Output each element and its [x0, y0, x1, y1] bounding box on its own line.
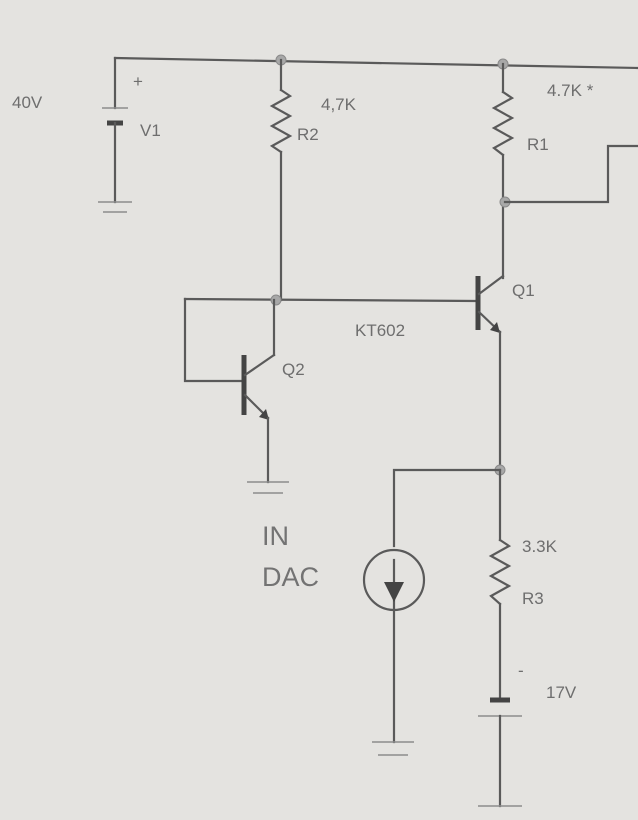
q1-part: KT602 [355, 321, 405, 340]
v1-name: V1 [140, 121, 161, 140]
r3-name: R3 [522, 589, 544, 608]
transistor-q1: Q1 KT602 [355, 274, 535, 472]
r2-name: R2 [297, 125, 319, 144]
current-source-in-dac: IN DAC [262, 521, 426, 756]
v2-value: 17V [546, 683, 577, 702]
q2-base-feedback [183, 297, 245, 383]
input-label-line1: IN [262, 521, 289, 551]
output-wire [503, 144, 638, 204]
battery-v1: + V1 40V [12, 56, 161, 213]
r2-value: 4,7K [321, 95, 357, 114]
battery-17v: - 17V [478, 661, 577, 808]
resistor-r3: 3.3K R3 [488, 468, 558, 702]
r1-value: 4.7K * [547, 81, 594, 100]
r1-zigzag [491, 90, 515, 157]
input-label-line2: DAC [262, 562, 319, 592]
transistor-q2: Q2 [241, 298, 305, 494]
r3-zigzag [488, 538, 512, 606]
q2-name: Q2 [282, 360, 305, 379]
q1-collector-lead [477, 274, 505, 296]
q2-collector-lead [243, 353, 276, 377]
q1-name: Q1 [512, 281, 535, 300]
emitter-net [392, 464, 506, 548]
r3-value: 3.3K [522, 537, 558, 556]
r2-zigzag [269, 88, 293, 154]
r1-name: R1 [527, 135, 549, 154]
v1-value: 40V [12, 93, 43, 112]
current-source-wire [392, 468, 502, 548]
base-bias-net [183, 294, 478, 383]
resistor-r1: 4.7K * R1 [491, 62, 638, 280]
current-arrow-icon [384, 582, 404, 602]
v2-polarity: - [518, 661, 524, 680]
q1-emitter-arrow [490, 322, 500, 333]
top-rail [113, 54, 638, 70]
base-node [270, 294, 282, 306]
v1-polarity: + [133, 72, 143, 91]
q2-emitter-arrow [259, 409, 269, 420]
resistor-r2: 4,7K R2 [269, 58, 357, 302]
